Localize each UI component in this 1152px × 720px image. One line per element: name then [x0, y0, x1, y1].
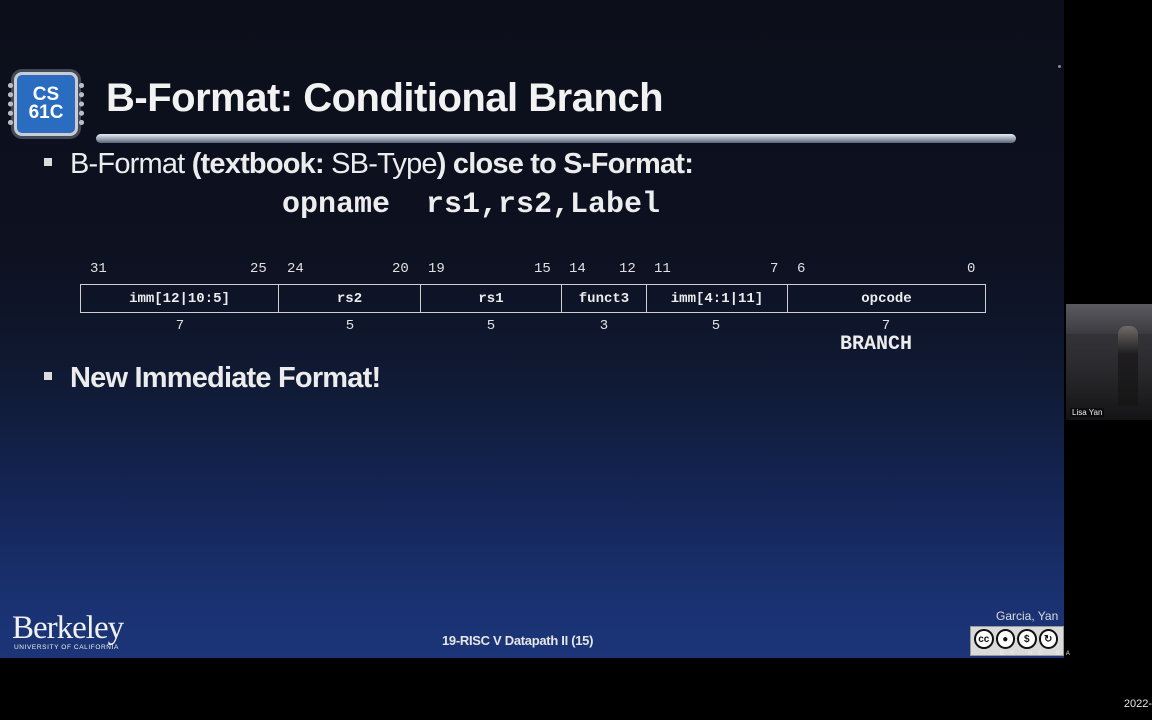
berkeley-logo: Berkeley UNIVERSITY OF CALIFORNIA [12, 610, 124, 652]
bullet-marker [44, 158, 52, 167]
opcode-name: BRANCH [840, 333, 913, 356]
cs61c-logo: CS 61C [8, 72, 84, 136]
field-width: 7 [881, 318, 891, 334]
field-imm-high: imm[12|10:5] [81, 285, 279, 312]
field-opcode: opcode [861, 290, 912, 307]
by-icon: ● [995, 629, 1015, 649]
field-imm-low: imm[4:1|11] [647, 285, 788, 312]
bullet-marker [44, 372, 52, 381]
video-background-light [1066, 304, 1152, 334]
instruction-format-table: imm[12|10:5] rs2 rs1 funct3 imm[4:1|11] … [80, 284, 986, 313]
participant-name: Lisa Yan [1070, 408, 1105, 417]
instruction-syntax: opname rs1,rs2,Label [282, 188, 661, 222]
bit-position: 6 [797, 261, 806, 277]
field-width: 5 [711, 318, 721, 334]
bullet-new-immediate: New Immediate Format! [44, 362, 381, 395]
bit-position: 7 [770, 261, 779, 277]
field-width: 5 [486, 318, 496, 334]
bit-position: 19 [428, 261, 445, 277]
field-rs1: rs1 [421, 285, 562, 312]
license-labels: BY NC SA [1000, 651, 1076, 657]
corner-date: 2022- [1123, 698, 1152, 710]
creative-commons-badge: cc ● $ ↻ [970, 626, 1064, 656]
field-width: 3 [599, 318, 609, 334]
bit-position: 12 [619, 261, 636, 277]
bit-position: 0 [967, 261, 976, 277]
bullet1-part1: B-Format [70, 148, 192, 180]
bullet1-part3: SB-Type [331, 148, 437, 180]
bit-position: 25 [250, 261, 267, 277]
slide: CS 61C B-Format: Conditional Branch B-Fo… [0, 0, 1064, 658]
nc-icon: $ [1017, 629, 1037, 649]
bit-position: 20 [392, 261, 409, 277]
logo-text: CS 61C [28, 84, 64, 123]
bullet1-part2: (textbook: [191, 148, 332, 180]
bullet2-text: New Immediate Format! [70, 362, 381, 394]
field-funct3: funct3 [562, 285, 647, 312]
dust-speck [1058, 65, 1061, 68]
field-width: 7 [175, 318, 185, 334]
cc-icon: cc [974, 629, 994, 649]
field-width: 5 [345, 318, 355, 334]
bit-position: 31 [90, 261, 107, 277]
bit-position: 15 [534, 261, 551, 277]
berkeley-subtitle: UNIVERSITY OF CALIFORNIA [14, 644, 119, 651]
participant-figure [1118, 326, 1138, 406]
berkeley-name: Berkeley [12, 610, 124, 646]
bit-position: 24 [287, 261, 304, 277]
bullet1-part4: ) close to S-Format: [436, 148, 694, 180]
authors: Garcia, Yan [996, 609, 1059, 623]
lecture-footer: 19-RISC V Datapath II (15) [442, 633, 594, 648]
field-rs2: rs2 [279, 285, 421, 312]
bullet-b-format: B-Format (textbook: SB-Type) close to S-… [44, 148, 694, 181]
bit-position: 14 [569, 261, 586, 277]
sa-icon: ↻ [1038, 629, 1058, 649]
title-underline [96, 134, 1016, 143]
bit-position: 11 [654, 261, 671, 277]
participant-video[interactable]: Lisa Yan [1066, 304, 1152, 420]
slide-title: B-Format: Conditional Branch [106, 76, 664, 120]
